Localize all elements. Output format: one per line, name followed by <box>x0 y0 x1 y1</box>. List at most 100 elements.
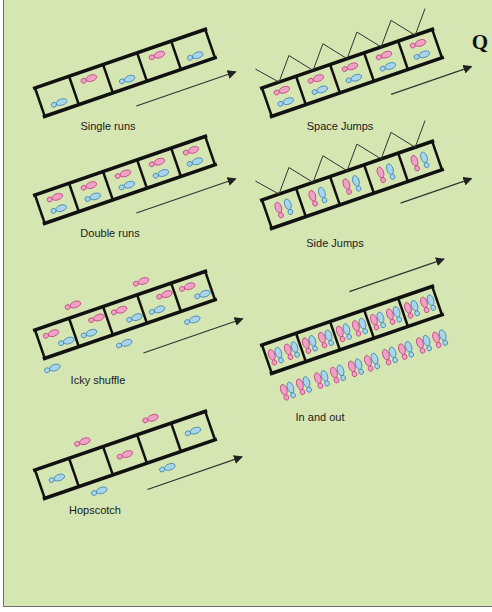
footprint-symbol <box>91 486 108 497</box>
footprint-symbol <box>74 436 91 447</box>
drill-name: Space Jumps <box>307 120 374 133</box>
footprint-symbol <box>80 180 97 191</box>
footprint-symbol <box>392 306 403 323</box>
footprint-symbol <box>187 51 204 62</box>
ladder-drawing-part <box>391 67 471 95</box>
footprint-symbol <box>413 50 430 61</box>
footprint-symbol <box>148 305 165 316</box>
footprint-symbol <box>274 201 285 218</box>
icky-shuffle-ladder <box>26 252 242 386</box>
footprint-symbol <box>308 190 319 207</box>
footprint-symbol <box>42 328 59 339</box>
footprint-symbol <box>182 145 199 156</box>
footprint-symbol <box>33 29 217 117</box>
footprint-symbol <box>404 341 415 358</box>
footprint-symbol <box>409 38 426 49</box>
footprint-symbol <box>302 376 313 393</box>
footprint-symbol <box>159 462 176 473</box>
footprint-symbol <box>64 300 81 311</box>
footprint-symbol <box>438 329 449 346</box>
drill-name: Hopscotch <box>69 504 121 517</box>
ladder-drawing-part <box>143 319 242 353</box>
footprint-symbol <box>184 315 201 326</box>
footprint-symbol <box>84 192 101 203</box>
footprint-symbol <box>118 74 135 85</box>
footprint-symbol <box>388 346 399 363</box>
footprint-symbol <box>48 473 65 484</box>
footprint-symbol <box>50 203 67 214</box>
drill-name: Double runs <box>80 227 139 240</box>
footprint-symbol <box>410 154 421 171</box>
footprint-symbol <box>286 381 297 398</box>
footprint-symbol <box>152 168 169 179</box>
space-jumps-ladder <box>253 0 472 134</box>
jump-path <box>255 9 432 88</box>
footprint-symbol <box>260 29 444 117</box>
footprint-symbol <box>142 413 159 424</box>
footprint-symbol <box>118 180 135 191</box>
in-and-out-ladder <box>253 259 471 402</box>
footprint-symbol <box>50 97 67 108</box>
single-runs-ladder <box>33 25 236 136</box>
footprint-symbol <box>385 163 396 180</box>
ladder-drawing-part <box>136 72 235 106</box>
footprint-symbol <box>179 282 196 293</box>
footprint-symbol <box>419 151 430 168</box>
footprint-symbol <box>148 157 165 168</box>
footprint-symbol <box>58 336 75 347</box>
footprint-symbol <box>354 358 365 375</box>
double-runs-ladder <box>33 132 236 243</box>
footprint-symbol <box>422 334 433 351</box>
jump-path <box>255 121 432 200</box>
footprint-symbol <box>260 286 444 374</box>
footprint-symbol <box>33 411 217 499</box>
hopscotch-ladder <box>29 392 242 523</box>
ladder-drawing-part <box>349 259 444 292</box>
ladder-drawing-part <box>147 457 242 490</box>
footprint-symbol <box>375 50 392 61</box>
footprint-symbol <box>110 305 127 316</box>
footprint-symbol <box>116 449 133 460</box>
footprint-symbol <box>273 85 290 96</box>
footprint-symbol <box>336 364 347 381</box>
footprint-symbol <box>370 352 381 369</box>
footprint-symbol <box>132 276 149 287</box>
footprint-symbol <box>260 141 444 229</box>
footprint-symbol <box>358 317 369 334</box>
footprint-symbol <box>46 192 63 203</box>
footprint-symbol <box>311 85 328 96</box>
footprint-symbol <box>324 329 335 346</box>
footprint-symbol <box>274 346 285 363</box>
footprint-symbol <box>320 370 331 387</box>
footprint-symbol <box>114 169 131 180</box>
footprint-symbol <box>80 73 97 84</box>
footprint-symbol <box>33 271 217 359</box>
footprint-symbol <box>88 313 105 324</box>
footprint-symbol <box>410 299 421 316</box>
footprint-symbol <box>379 61 396 72</box>
footprint-symbol <box>341 62 358 73</box>
footprint-symbol <box>80 328 97 339</box>
footprint-symbol <box>194 289 211 300</box>
drill-name: Icky shuffle <box>71 374 126 387</box>
footprint-symbol <box>116 338 133 349</box>
drill-name: Single runs <box>80 120 135 133</box>
footprint-symbol <box>426 294 437 311</box>
footprint-symbol <box>277 96 294 107</box>
footprint-symbol <box>186 157 203 168</box>
footprint-symbol <box>345 73 362 84</box>
side-jumps-ladder <box>253 112 472 246</box>
footprint-symbol <box>376 166 387 183</box>
footprint-symbol <box>342 178 353 195</box>
footprint-symbol <box>308 335 319 352</box>
footprint-symbol <box>156 289 173 300</box>
ladder-drawing-part <box>401 179 472 203</box>
footprint-symbol <box>33 136 217 224</box>
footprint-symbol <box>148 50 165 61</box>
footprint-symbol <box>307 73 324 84</box>
heading-letter: Q <box>472 30 488 54</box>
footprint-symbol <box>351 175 362 192</box>
footprint-symbol <box>44 363 61 374</box>
footprint-symbol <box>342 323 353 340</box>
